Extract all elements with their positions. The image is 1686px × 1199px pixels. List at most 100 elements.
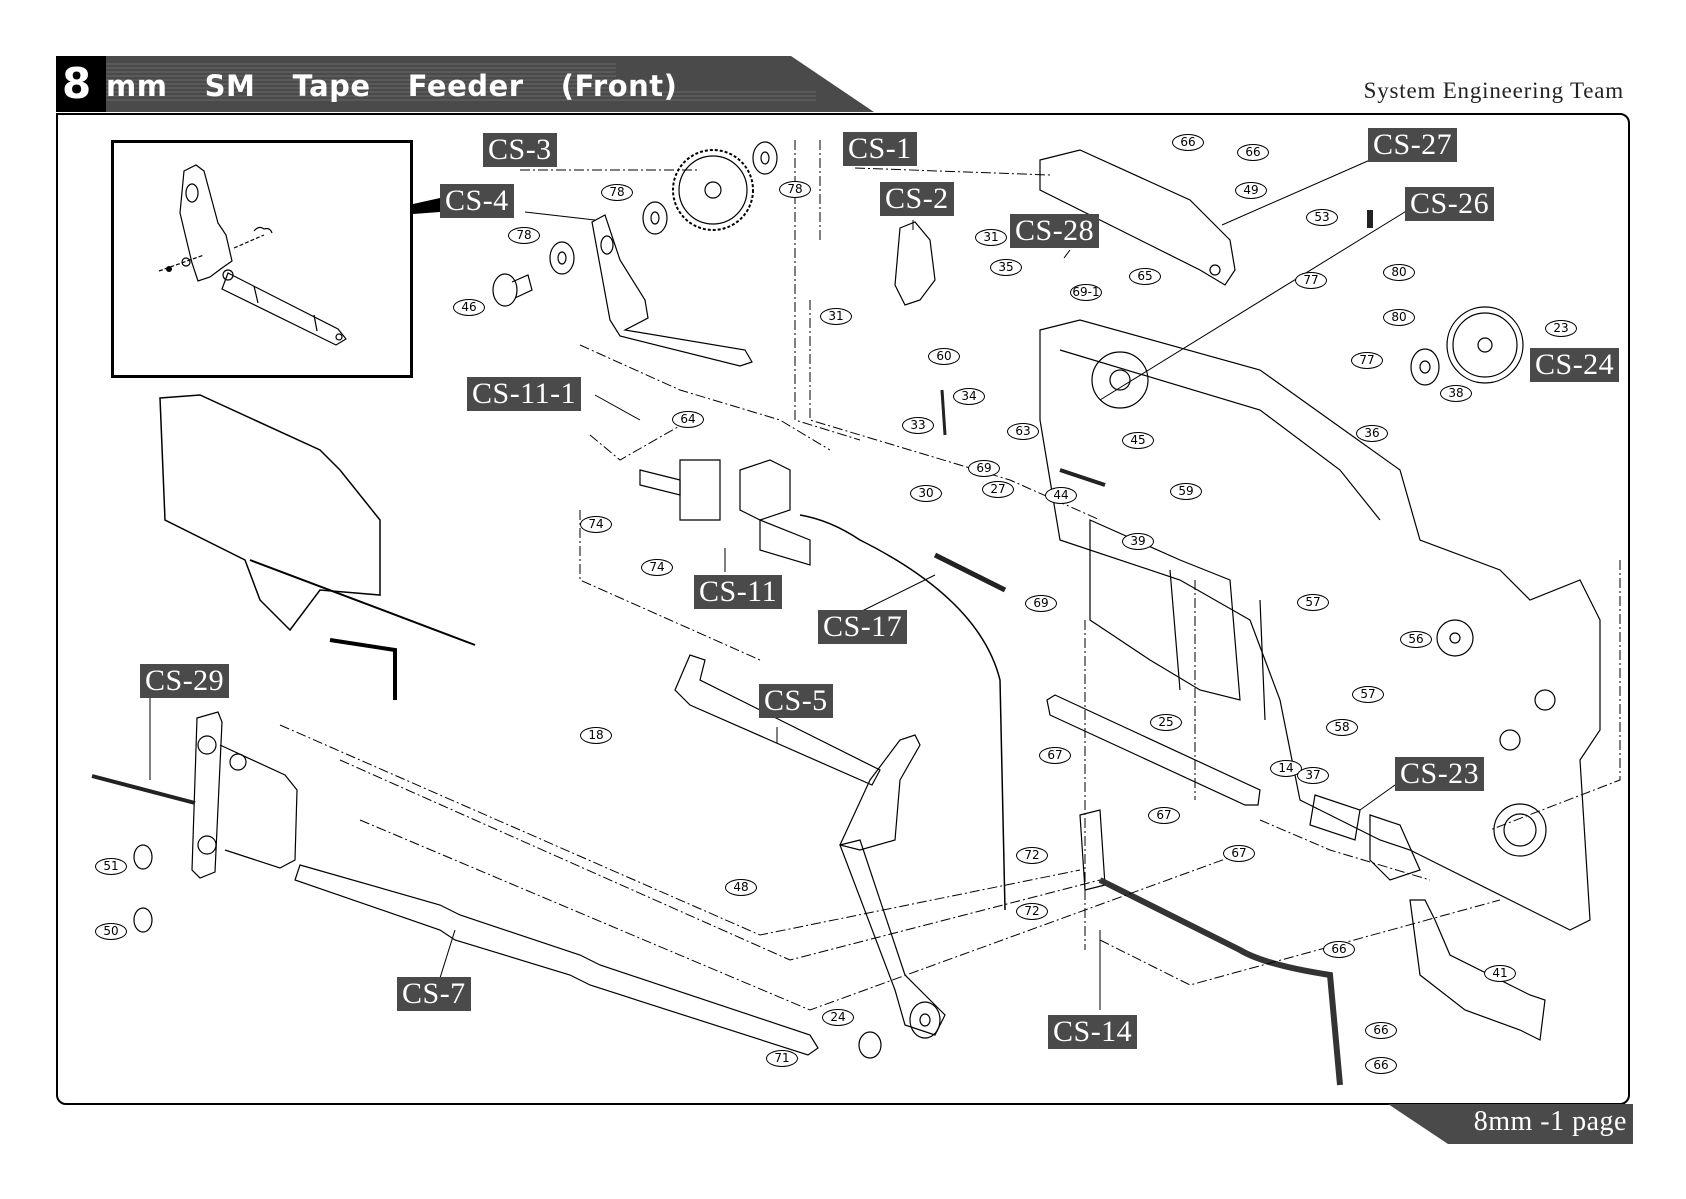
part-callout: 36 [1356, 425, 1388, 442]
assembly-label-cs-29: CS-29 [140, 664, 230, 698]
part-callout: 44 [1045, 487, 1077, 504]
page-header: 8 mm SM Tape Feeder (Front) [56, 56, 876, 112]
part-callout: 59 [1170, 483, 1202, 500]
solenoid-part [679, 459, 721, 521]
page-footer-tab: 8mm -1 page [1388, 1104, 1633, 1144]
long-link-cs7 [294, 864, 819, 1056]
part-callout: 46 [453, 299, 485, 316]
team-name: System Engineering Team [1363, 78, 1624, 103]
part-callout: 67 [1223, 845, 1255, 862]
spring-33 [940, 389, 947, 436]
assembly-label-cs-26: CS-26 [1405, 187, 1495, 221]
part-callout: 25 [1150, 714, 1182, 731]
spring-cs17 [933, 552, 1007, 593]
part-callout: 66 [1365, 1057, 1397, 1074]
part-callout: 69 [1025, 595, 1057, 612]
part-callout: 78 [779, 181, 811, 198]
spring-44 [1059, 468, 1106, 487]
sprocket-gear [672, 149, 754, 231]
cable-cs14 [1098, 877, 1343, 1086]
assembly-label-cs-3: CS-3 [483, 133, 557, 167]
bracket-41 [1409, 899, 1546, 1041]
part-callout: 39 [1122, 533, 1154, 550]
assembly-label-cs-17: CS-17 [818, 610, 908, 644]
assembly-label-cs-4: CS-4 [440, 184, 514, 218]
rocker-arm-part [839, 734, 921, 851]
part-callout: 18 [580, 727, 612, 744]
part-callout: 53 [1306, 209, 1338, 226]
part-callout: 77 [1351, 352, 1383, 369]
assembly-label-cs-11-1: CS-11-1 [467, 377, 582, 411]
assembly-label-cs-23: CS-23 [1395, 757, 1485, 791]
part-callout: 50 [95, 923, 127, 940]
assembly-label-cs-7: CS-7 [397, 977, 471, 1011]
assembly-label-cs-5: CS-5 [759, 684, 833, 718]
part-callout: 67 [1039, 747, 1071, 764]
diagram-frame [56, 113, 1630, 1105]
part-callout: 66 [1323, 941, 1355, 958]
inset-detail-box [111, 140, 413, 378]
part-callout: 66 [1365, 1022, 1397, 1039]
part-callout: 65 [1129, 268, 1161, 285]
part-callout: 78 [508, 227, 540, 244]
header-band-shape [56, 56, 874, 112]
part-callout: 66 [1172, 134, 1204, 151]
footer-tab-shape [1388, 1104, 1633, 1144]
sensor-cs23 [1309, 794, 1361, 841]
page-title: mm SM Tape Feeder (Front) [106, 69, 678, 103]
part-callout: 49 [1235, 182, 1267, 199]
part-callout: 23 [1545, 320, 1577, 337]
part-callout: 67 [1148, 807, 1180, 824]
main-body-frame [1039, 319, 1601, 931]
assembly-label-cs-2: CS-2 [880, 182, 954, 216]
part-callout: 80 [1383, 309, 1415, 326]
lever-part [591, 214, 753, 367]
lower-lever-part [839, 839, 946, 1036]
link-cs5 [674, 654, 881, 786]
header-number: 8 [62, 59, 92, 108]
part-callout: 74 [641, 559, 673, 576]
part-callout: 45 [1122, 432, 1154, 449]
part-callout: 51 [95, 858, 127, 875]
small-assembly-drawing [159, 394, 381, 632]
part-callout: 41 [1484, 965, 1516, 982]
bracket-part [894, 221, 936, 306]
part-callout: 56 [1400, 631, 1432, 648]
part-callout: 57 [1297, 594, 1329, 611]
part-callout: 69-1 [1070, 284, 1102, 301]
assembly-label-cs-1: CS-1 [843, 132, 917, 166]
part-callout: 31 [975, 229, 1007, 246]
assembly-label-cs-27: CS-27 [1368, 128, 1458, 162]
part-callout: 64 [672, 411, 704, 428]
assembly-label-cs-14: CS-14 [1048, 1015, 1138, 1049]
part-callout: 78 [601, 184, 633, 201]
part-callout: 57 [1352, 686, 1384, 703]
part-callout: 31 [820, 308, 852, 325]
part-callout: 38 [1440, 385, 1472, 402]
assembly-label-cs-28: CS-28 [1010, 214, 1100, 248]
part-callout: 30 [910, 485, 942, 502]
part-callout: 71 [766, 1050, 798, 1067]
part-callout: 35 [990, 259, 1022, 276]
part-callout: 60 [928, 348, 960, 365]
part-callout: 33 [902, 417, 934, 434]
part-callout: 77 [1295, 272, 1327, 289]
part-callout: 27 [982, 481, 1014, 498]
spring-cs29 [91, 774, 196, 805]
part-callout: 72 [1016, 903, 1048, 920]
part-callout: 24 [822, 1009, 854, 1026]
part-callout: 74 [580, 516, 612, 533]
part-callout: 63 [1007, 423, 1039, 440]
pulley-cs24 [1446, 306, 1524, 384]
part-callout: 48 [725, 879, 757, 896]
part-callout: 80 [1383, 264, 1415, 281]
part-callout: 14 [1270, 760, 1302, 777]
assembly-label-cs-24: CS-24 [1530, 348, 1620, 382]
part-callout: 69 [968, 460, 1000, 477]
part-callout: 34 [953, 388, 985, 405]
part-callout: 58 [1326, 719, 1358, 736]
part-callout: 37 [1297, 767, 1329, 784]
part-callout: 66 [1237, 144, 1269, 161]
rail-part-25 [1046, 694, 1261, 806]
